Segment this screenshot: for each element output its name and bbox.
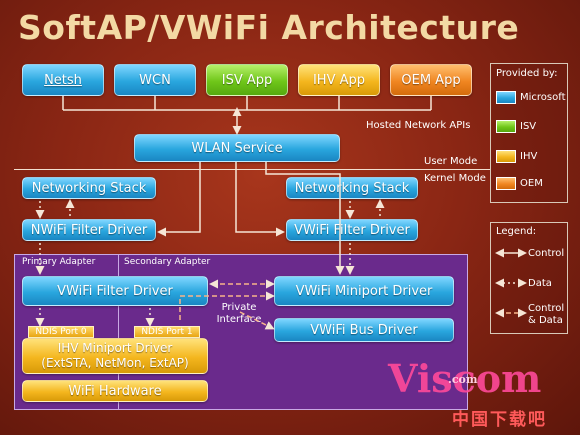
netsh-app: Netsh xyxy=(22,64,104,96)
oem-app: OEM App xyxy=(390,64,472,96)
legend-data-label: Data xyxy=(528,278,552,289)
vwifi-miniport-driver: VWiFi Miniport Driver xyxy=(274,276,454,306)
provided-by-title: Provided by: xyxy=(496,68,558,79)
microsoft-swatch xyxy=(496,91,516,104)
watermark-cn: 中国下载吧 xyxy=(452,410,547,430)
ihv-miniport-subtitle: (ExtSTA, NetMon, ExtAP) xyxy=(41,356,189,370)
secondary-adapter-label: Secondary Adapter xyxy=(124,257,211,267)
wifi-hardware: WiFi Hardware xyxy=(22,380,208,402)
networking-stack-left: Networking Stack xyxy=(22,177,156,199)
kernel-mode-label: Kernel Mode xyxy=(424,173,486,184)
nwifi-filter-driver: NWiFi Filter Driver xyxy=(22,219,156,241)
isv-app: ISV App xyxy=(206,64,288,96)
private-interface-label: Private Interface xyxy=(216,302,262,325)
isv-swatch xyxy=(496,120,516,133)
ihv-swatch xyxy=(496,150,516,163)
legend-panel xyxy=(490,222,568,334)
ndis-port-0: NDIS Port 0 xyxy=(28,326,94,338)
user-kernel-divider xyxy=(14,169,490,170)
oem-legend-label: OEM xyxy=(520,178,543,189)
vwifi-filter-driver-upper: VWiFi Filter Driver xyxy=(286,219,418,241)
networking-stack-right: Networking Stack xyxy=(286,177,418,199)
wlan-to-vwifi-arrow xyxy=(235,162,285,237)
ihv-legend-label: IHV xyxy=(520,151,538,162)
microsoft-legend-label: Microsoft xyxy=(520,92,566,103)
isv-legend-label: ISV xyxy=(520,121,537,132)
watermark-brand: Viscom xyxy=(388,356,542,401)
private-interface-arrow xyxy=(179,291,275,320)
user-mode-label: User Mode xyxy=(424,156,478,167)
legend-title: Legend: xyxy=(496,226,537,237)
adapter-divider xyxy=(118,254,119,410)
ihv-miniport-driver: IHV Miniport Driver (ExtSTA, NetMon, Ext… xyxy=(22,338,208,374)
diagram-title: SoftAP/VWiFi Architecture xyxy=(18,8,520,47)
wcn-app: WCN xyxy=(114,64,196,96)
watermark-suffix: .com xyxy=(448,373,478,386)
hosted-network-apis-label: Hosted Network APIs xyxy=(366,120,471,131)
vwifi-bus-driver: VWiFi Bus Driver xyxy=(274,318,454,342)
legend-control-label: Control xyxy=(528,248,565,259)
legend-control-data-label: Control & Data xyxy=(528,303,565,326)
primary-adapter-label: Primary Adapter xyxy=(22,257,96,267)
ihv-miniport-title: IHV Miniport Driver xyxy=(57,341,173,355)
ihv-app: IHV App xyxy=(298,64,380,96)
wlan-to-miniport-arrow xyxy=(265,162,345,275)
ndis-port-1: NDIS Port 1 xyxy=(134,326,200,338)
vwifi-filter-driver-lower: VWiFi Filter Driver xyxy=(22,276,208,306)
private-to-bus-arrow xyxy=(239,311,275,330)
wlan-to-nwifi-arrow xyxy=(157,162,201,237)
oem-swatch xyxy=(496,177,516,190)
